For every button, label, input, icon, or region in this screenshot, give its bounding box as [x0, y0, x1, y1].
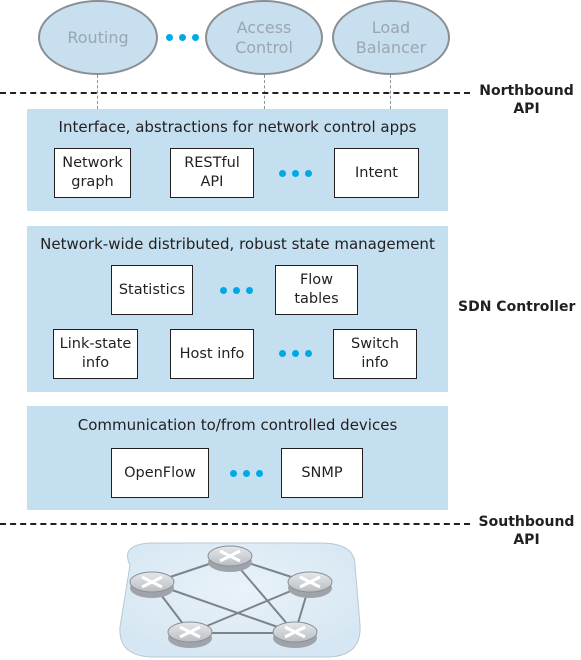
state-ellipsis-top — [220, 287, 253, 294]
northbound-api-line — [0, 92, 470, 94]
communication-ellipsis — [230, 470, 263, 477]
link-state-info-label: Link-state info — [59, 336, 132, 371]
statistics-label: Statistics — [118, 281, 186, 298]
access-control-app: Access Control — [205, 0, 323, 75]
interface-layer: Interface, abstractions for network cont… — [27, 109, 448, 211]
routing-app: Routing — [38, 0, 158, 75]
link-a-e — [151, 582, 296, 634]
flow-tables-label: Flow tables — [294, 272, 339, 307]
switch-icon — [207, 545, 253, 572]
switch-info-label: Switch info — [351, 336, 399, 371]
intent-label: Intent — [355, 164, 398, 181]
state-ellipsis-bottom — [279, 350, 312, 357]
switch-network — [119, 542, 361, 658]
interface-ellipsis — [279, 170, 312, 177]
routing-app-label: Routing — [67, 27, 129, 47]
load-balancer-app-label: Load Balancer — [355, 17, 427, 57]
southbound-api-label: Southbound API — [478, 514, 575, 548]
host-info-label: Host info — [179, 345, 245, 362]
communication-layer-title: Communication to/from controlled devices — [77, 416, 398, 434]
access-control-app-label: Access Control — [235, 17, 293, 57]
network-graph-box: Network graph — [54, 148, 131, 198]
sdn-controller-label: SDN Controller — [458, 299, 576, 315]
snmp-label: SNMP — [301, 464, 343, 481]
interface-layer-title: Interface, abstractions for network cont… — [58, 118, 417, 136]
apps-ellipsis — [166, 34, 199, 41]
restful-api-box: RESTful API — [170, 148, 254, 198]
snmp-box: SNMP — [281, 448, 363, 498]
host-info-box: Host info — [170, 329, 254, 379]
restful-api-label: RESTful API — [184, 155, 240, 190]
load-balancer-app: Load Balancer — [332, 0, 450, 75]
statistics-box: Statistics — [111, 265, 193, 315]
openflow-box: OpenFlow — [111, 448, 209, 498]
network-graph-label: Network graph — [62, 155, 123, 190]
openflow-label: OpenFlow — [124, 464, 196, 481]
switch-icon — [287, 571, 333, 598]
switch-icon — [167, 621, 213, 648]
link-state-info-box: Link-state info — [53, 329, 138, 379]
communication-layer: Communication to/from controlled devices… — [27, 406, 448, 510]
state-management-layer: Network-wide distributed, robust state m… — [27, 226, 448, 392]
intent-box: Intent — [334, 148, 419, 198]
switch-icon — [272, 621, 318, 648]
southbound-api-line — [0, 523, 470, 525]
switch-icon — [129, 571, 175, 598]
switch-info-box: Switch info — [333, 329, 417, 379]
state-management-layer-title: Network-wide distributed, robust state m… — [40, 235, 435, 253]
flow-tables-box: Flow tables — [275, 265, 358, 315]
northbound-api-label: Northbound API — [479, 83, 574, 117]
